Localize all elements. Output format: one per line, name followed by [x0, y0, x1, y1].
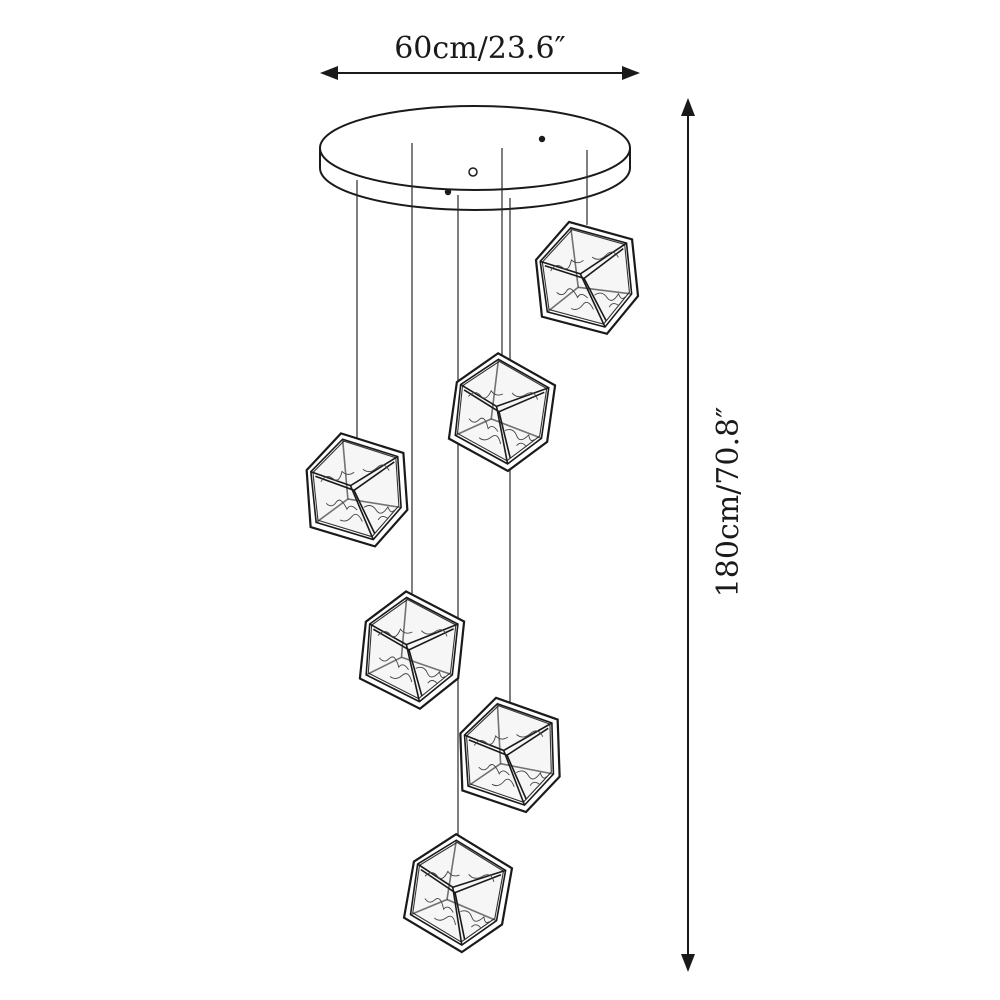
width-dimension: 60cm/23.6″ [320, 31, 640, 80]
width-arrowhead-left [320, 66, 338, 80]
pendant-cube-1 [528, 212, 646, 344]
pendant-cube-4 [356, 587, 468, 713]
canopy-screw-2 [444, 188, 452, 196]
canopy-top [319, 105, 631, 191]
height-label: 180cm/70.8″ [711, 407, 746, 598]
canopy [319, 105, 631, 211]
pendant-cube-5 [454, 692, 566, 818]
canopy-screw-1 [538, 135, 546, 143]
height-arrowhead-bottom [681, 954, 695, 972]
pendant-cubes [300, 212, 646, 959]
canopy-hole [468, 167, 478, 177]
width-label: 60cm/23.6″ [394, 31, 566, 66]
pendant-cube-3 [300, 425, 414, 555]
height-dimension: 180cm/70.8″ [681, 98, 746, 972]
width-arrowhead-right [622, 66, 640, 80]
pendant-cube-6 [399, 827, 517, 959]
pendant-cube-2 [445, 347, 559, 477]
height-arrowhead-top [681, 98, 695, 116]
